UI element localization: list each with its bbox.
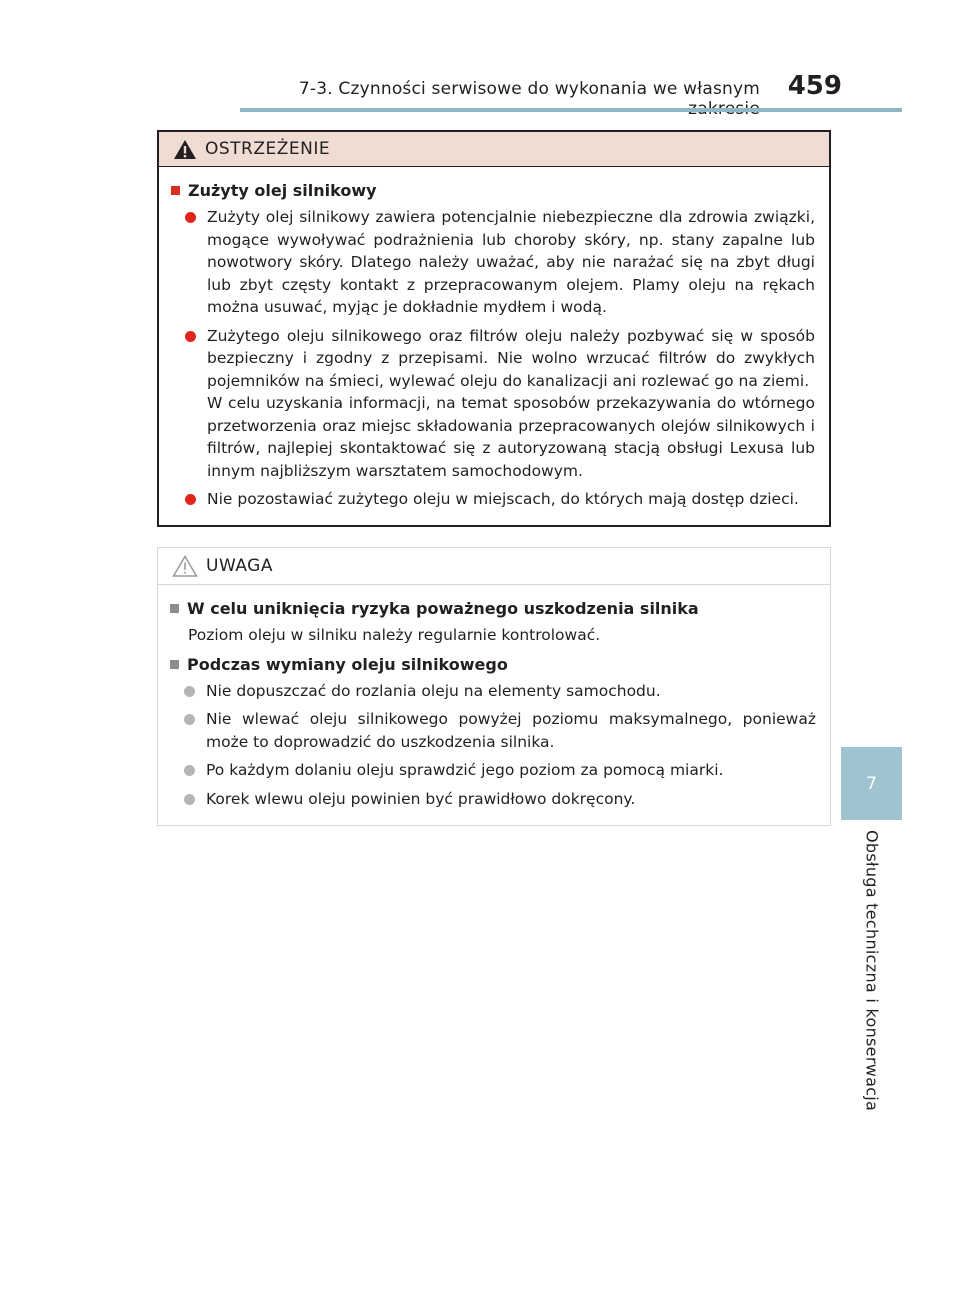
chapter-label: Obsługa techniczna i konserwacja bbox=[862, 830, 882, 1112]
warning-bullet-text: Zużyty olej silnikowy zawiera potencjaln… bbox=[207, 208, 815, 316]
round-bullet-icon bbox=[184, 685, 195, 697]
notice-bullet-text: Korek wlewu oleju powinien być prawidłow… bbox=[206, 789, 636, 808]
warning-bullet-text: Zużytego oleju silnikowego oraz filtrów … bbox=[207, 326, 815, 390]
square-bullet-icon bbox=[170, 659, 179, 669]
square-bullet-icon bbox=[171, 186, 180, 195]
round-bullet-icon bbox=[185, 330, 196, 342]
notice-section1-title: W celu uniknięcia ryzyka poważnego uszko… bbox=[187, 599, 699, 618]
notice-section-heading: W celu uniknięcia ryzyka poważnego uszko… bbox=[170, 599, 816, 618]
notice-bullet-text: Nie wlewać oleju silnikowego powyżej poz… bbox=[206, 710, 816, 751]
warning-bullet-text: W celu uzyskania informacji, na temat sp… bbox=[207, 394, 815, 480]
warning-bullet: Nie pozostawiać zużytego oleju w miejsca… bbox=[171, 488, 815, 511]
square-bullet-icon bbox=[170, 604, 179, 613]
round-bullet-icon bbox=[184, 793, 195, 805]
notice-bullet: Po każdym dolaniu oleju sprawdzić jego p… bbox=[170, 759, 816, 782]
warning-box-body: Zużyty olej silnikowy Zużyty olej silnik… bbox=[159, 167, 829, 511]
notice-section2-title: Podczas wymiany oleju silnikowego bbox=[187, 654, 508, 674]
page-number: 459 bbox=[787, 71, 842, 101]
notice-bullet-text: Po każdym dolaniu oleju sprawdzić jego p… bbox=[206, 761, 724, 779]
round-bullet-icon bbox=[184, 765, 195, 776]
notice-bullet: Nie dopuszczać do rozlania oleju na elem… bbox=[170, 680, 816, 703]
round-bullet-icon bbox=[185, 212, 196, 223]
warning-section-heading: Zużyty olej silnikowy bbox=[171, 181, 815, 200]
warning-section-title: Zużyty olej silnikowy bbox=[188, 181, 377, 200]
warning-title: OSTRZEŻENIE bbox=[205, 139, 331, 159]
section-title-header: 7-3. Czynności serwisowe do wykonania we… bbox=[298, 79, 760, 119]
notice-title: UWAGA bbox=[206, 556, 273, 576]
notice-bullet: Korek wlewu oleju powinien być prawidłow… bbox=[170, 788, 816, 811]
warning-bullet: Zużytego oleju silnikowego oraz filtrów … bbox=[171, 325, 815, 483]
caution-triangle-icon bbox=[172, 555, 198, 577]
chapter-tab: 7 bbox=[841, 747, 902, 820]
round-bullet-icon bbox=[185, 494, 196, 505]
warning-bullet: Zużyty olej silnikowy zawiera potencjaln… bbox=[171, 206, 815, 319]
notice-section-heading: Podczas wymiany oleju silnikowego bbox=[170, 655, 816, 674]
header-rule bbox=[240, 108, 902, 112]
notice-bullet-text: Nie dopuszczać do rozlania oleju na elem… bbox=[206, 681, 661, 700]
notice-box-header: UWAGA bbox=[158, 548, 830, 585]
warning-box-header: OSTRZEŻENIE bbox=[159, 132, 829, 167]
notice-box-body: W celu uniknięcia ryzyka poważnego uszko… bbox=[158, 585, 830, 810]
notice-box: UWAGA W celu uniknięcia ryzyka poważnego… bbox=[157, 547, 831, 826]
notice-section1-text: Poziom oleju w silniku należy regularnie… bbox=[188, 626, 601, 644]
warning-box: OSTRZEŻENIE Zużyty olej silnikowy Zużyty… bbox=[157, 130, 831, 527]
notice-bullet: Nie wlewać oleju silnikowego powyżej poz… bbox=[170, 708, 816, 753]
round-bullet-icon bbox=[184, 714, 195, 725]
warning-triangle-icon bbox=[174, 139, 196, 159]
warning-bullet-text: Nie pozostawiać zużytego oleju w miejsca… bbox=[207, 490, 799, 508]
